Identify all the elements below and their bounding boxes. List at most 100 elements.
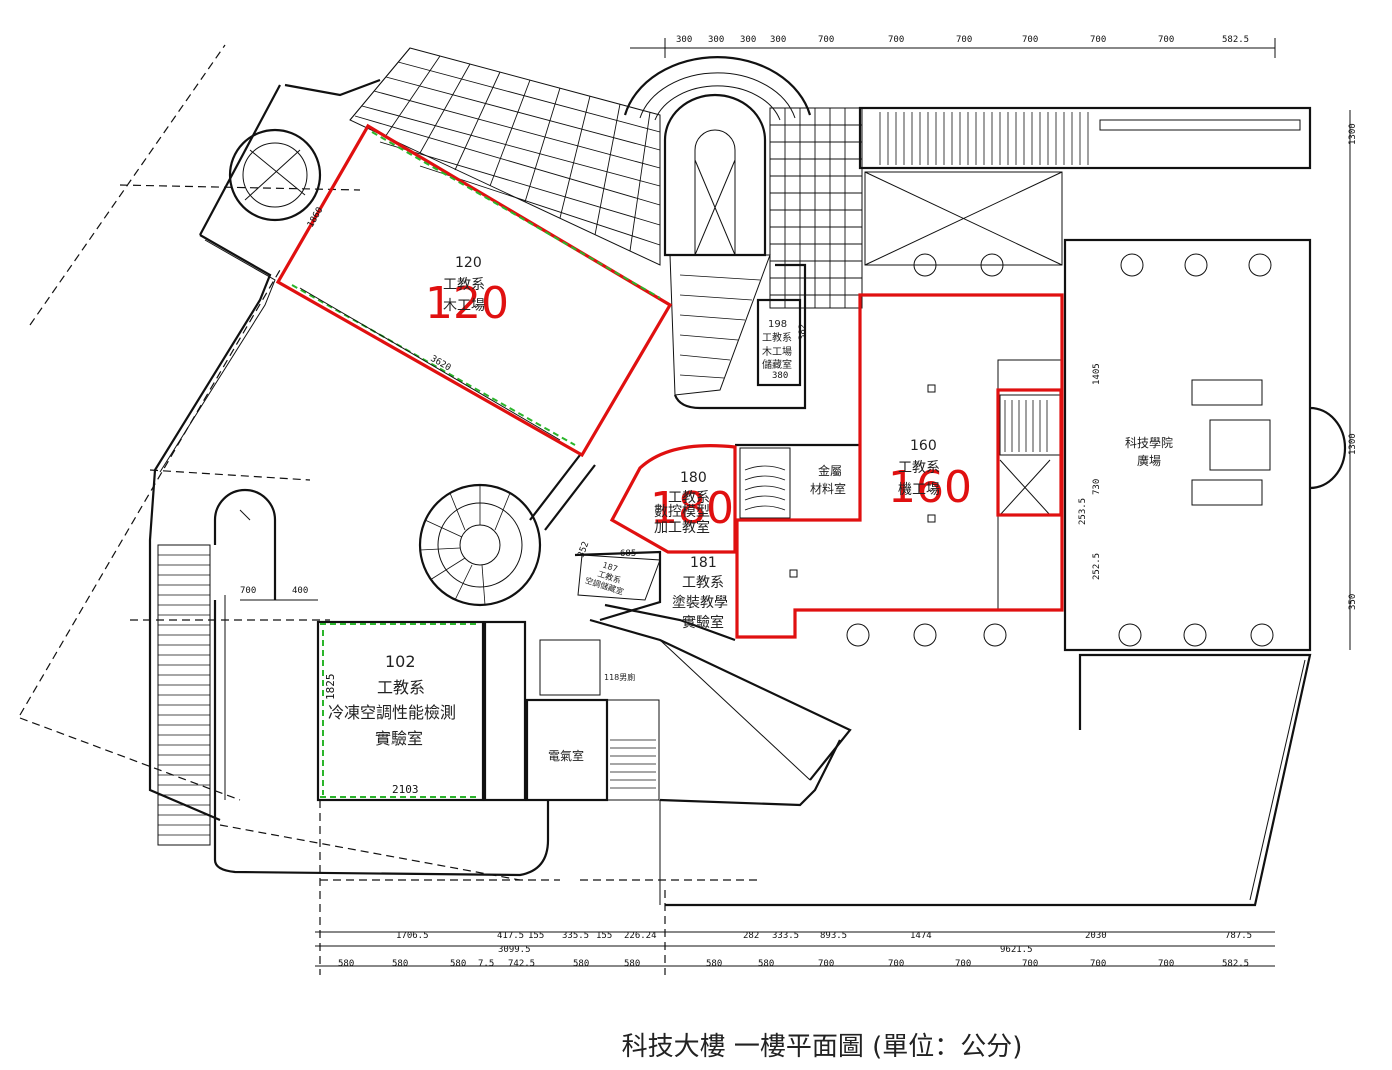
r198-w-dim: 380: [772, 371, 788, 381]
bottom2-dim-15: 700: [1158, 959, 1174, 969]
r180-line2: 數控模型: [654, 504, 710, 520]
room-198-walls: 380 382: [756, 298, 808, 387]
right-dim-7: 252.5: [1092, 553, 1102, 580]
bottom2-dim-13: 700: [1022, 959, 1038, 969]
zone-120-window: [371, 131, 661, 299]
bottom1-dim-1: 1706.5: [396, 931, 429, 941]
room-181-walls: 685 352: [574, 540, 662, 622]
top-dim-4: 300: [770, 35, 786, 45]
r181-line2: 塗裝教學: [672, 594, 728, 611]
r187-number: 187: [601, 560, 618, 573]
bottom1-dim-6: 226.24: [624, 931, 657, 941]
bottom2-dim-14: 700: [1090, 959, 1106, 969]
bottom2-dim-12: 700: [955, 959, 971, 969]
r102-line1: 工教系: [377, 678, 425, 697]
metal-line2: 材料室: [810, 481, 846, 496]
r160-line1: 工教系: [898, 460, 940, 476]
bottom-dimension-lines: 1706.5 417.5 155 335.5 155 226.24 282 33…: [315, 931, 1275, 969]
right-dim-1: 1300: [1348, 123, 1358, 145]
room-187-label[interactable]: 187 工教系 空調儲藏室: [584, 557, 631, 597]
r102-left-dim-2: 400: [292, 586, 308, 596]
zone-180-label[interactable]: 180: [650, 483, 734, 534]
r181-line3: 實驗室: [682, 614, 724, 631]
r180-line3: 加工教室: [654, 519, 710, 536]
r198-h-dim: 382: [798, 324, 808, 340]
bottom2-dim-10: 700: [818, 959, 834, 969]
room-181-label[interactable]: 181 工教系 塗裝教學 實驗室: [672, 555, 728, 631]
bottom1-dim-2: 417.5: [497, 931, 524, 941]
r198-number: 198: [768, 319, 787, 330]
r102-height-dim: 1825: [324, 674, 337, 701]
bottom1-dim-4: 335.5: [562, 931, 589, 941]
top-dim-9: 700: [1090, 35, 1106, 45]
zone-120-outline[interactable]: [275, 123, 673, 458]
top-semicircle-stair: [623, 55, 812, 410]
bottom2-dim-3: 580: [450, 959, 466, 969]
spiral-stair: [418, 454, 596, 607]
bottom2-dim-7: 580: [624, 959, 640, 969]
r198-line3: 儲藏室: [762, 358, 792, 371]
floor-plan: 300 300 300 300 700 700 700 700 700 700 …: [19, 35, 1358, 975]
top-dim-8: 700: [1022, 35, 1038, 45]
metal-line1: 金屬: [818, 463, 842, 478]
right-dim-6: 253.5: [1078, 498, 1088, 525]
left-stair: [157, 544, 211, 846]
bottom1-dim-12: 787.5: [1225, 931, 1252, 941]
zone-180-outline[interactable]: [609, 444, 737, 554]
top-dim-5: 700: [818, 35, 834, 45]
top-dim-2: 300: [708, 35, 724, 45]
r120-line1: 工教系: [443, 277, 485, 293]
plaza-line2: 廣場: [1137, 454, 1161, 468]
r102-line2: 冷凍空調性能檢測: [328, 703, 456, 722]
r160-number: 160: [910, 438, 937, 454]
left-grid-lines: [19, 44, 361, 801]
r102-length-dim: 2103: [392, 783, 419, 796]
r102-line3: 實驗室: [375, 729, 423, 748]
right-block-walls: [665, 106, 1347, 907]
room-102-walls: 700 400: [224, 586, 660, 802]
top-dimension-line: 300 300 300 300 700 700 700 700 700 700 …: [630, 35, 1276, 58]
right-dim-2: 1300: [1348, 433, 1358, 455]
bottom2-dim-9: 580: [758, 959, 774, 969]
top-dim-11: 582.5: [1222, 35, 1249, 45]
small-dim-2: 352: [576, 540, 591, 559]
bottom2-dim-5: 742.5: [508, 959, 535, 969]
r198-line1: 工教系: [762, 331, 792, 344]
bottom1-dim-7: 282: [743, 931, 759, 941]
bottom2-dim-4: 7.5: [478, 959, 494, 969]
caption-text: 科技大樓 一樓平面圖 (單位：公分): [621, 1032, 1023, 1062]
electrical-room-label[interactable]: 電氣室: [548, 748, 584, 763]
room-metal-label[interactable]: 金屬 材料室: [810, 463, 846, 496]
bottom-total-1: 3099.5: [498, 945, 531, 955]
room-160-label[interactable]: 160 工教系 機工場: [898, 438, 940, 498]
r102-number: 102: [385, 652, 416, 671]
room-102-label[interactable]: 102 工教系 冷凍空調性能檢測 實驗室 2103 1825: [324, 652, 456, 796]
r102-left-dim: 700: [240, 586, 256, 596]
restroom-118-label[interactable]: 118男廁: [604, 672, 635, 682]
bottom-total-2: 9621.5: [1000, 945, 1033, 955]
r160-line2: 機工場: [898, 482, 940, 498]
small-dim-1: 685: [620, 549, 636, 559]
bottom1-dim-11: 2030: [1085, 931, 1107, 941]
zone-120-window-bottom: [291, 284, 576, 446]
right-dim-5: 730: [1092, 479, 1102, 495]
bottom2-dim-16: 582.5: [1222, 959, 1249, 969]
bottom1-dim-10: 1474: [910, 931, 932, 941]
room-120-label[interactable]: 120 工教系 木工場: [443, 255, 485, 314]
lower-left-wing: [213, 488, 550, 877]
zone-160-stair-outline: [996, 388, 1063, 517]
bottom2-dim-8: 580: [706, 959, 722, 969]
bottom2-dim-1: 580: [338, 959, 354, 969]
canopy-grid: [349, 47, 863, 309]
plaza-label[interactable]: 科技學院 廣場: [1125, 436, 1173, 468]
top-dim-3: 300: [740, 35, 756, 45]
room-180-label[interactable]: 180 工教系 數控模型 加工教室: [654, 470, 710, 536]
zone-120-label[interactable]: 120: [425, 278, 509, 329]
bottom2-dim-11: 700: [888, 959, 904, 969]
zone-160-label[interactable]: 160: [888, 462, 972, 513]
r120-width-dim: 1860: [306, 206, 326, 230]
bottom1-dim-8: 333.5: [772, 931, 799, 941]
room-198-label[interactable]: 198 工教系 木工場 儲藏室: [762, 319, 792, 371]
r120-number: 120: [455, 255, 482, 271]
central-walls: [589, 359, 1064, 905]
